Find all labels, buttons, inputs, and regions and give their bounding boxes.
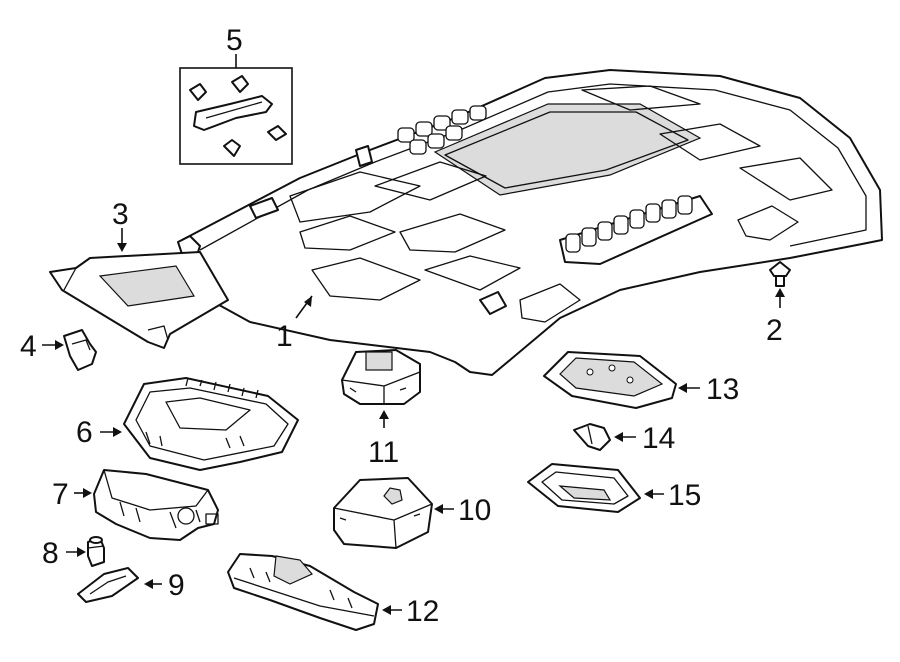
dome-lens [527, 463, 641, 513]
lamp-lens [77, 567, 139, 603]
headliner [177, 69, 883, 376]
callout-12-arrowhead [382, 605, 391, 615]
callout-10: 10 [458, 494, 491, 527]
callout-2: 2 [766, 314, 783, 347]
bulb [87, 536, 105, 567]
callout-13-arrowhead [678, 383, 687, 393]
callout-15-arrowhead [644, 489, 653, 499]
visor-clip [63, 329, 97, 371]
callout-13: 13 [706, 373, 739, 406]
callout-11: 11 [368, 436, 399, 469]
callout-4: 4 [20, 330, 37, 363]
callout-14: 14 [642, 422, 675, 455]
overhead-console-housing [123, 377, 299, 471]
callout-8: 8 [42, 537, 59, 570]
grab-handle [189, 75, 287, 157]
dome-bulb [573, 423, 611, 451]
callout-3-arrowhead [117, 243, 127, 252]
console-bracket [227, 553, 379, 631]
callout-9: 9 [168, 569, 185, 602]
push-clip [769, 261, 791, 287]
callout-1: 1 [276, 320, 293, 353]
callout-15: 15 [668, 479, 701, 512]
callout-6: 6 [76, 416, 93, 449]
dome-lamp [543, 351, 677, 409]
callout-7: 7 [52, 478, 69, 511]
console-module [93, 469, 219, 541]
callout-12: 12 [406, 595, 439, 628]
callout-9-arrowhead [144, 579, 153, 589]
callout-8-arrowhead [77, 547, 86, 557]
callout-11-arrowhead [379, 410, 389, 419]
callout-4-arrowhead [55, 340, 64, 350]
callout-14-arrowhead [614, 432, 623, 442]
callout-1-arrowhead [304, 296, 312, 307]
callout-3: 3 [112, 198, 129, 231]
control-module [333, 477, 433, 549]
callout-7-arrowhead [83, 488, 92, 498]
sun-visor [49, 251, 229, 349]
sensor-module [341, 349, 421, 405]
callout-5: 5 [226, 24, 243, 57]
callout-6-arrowhead [113, 427, 122, 437]
callout-10-arrowhead [434, 504, 443, 514]
callout-2-arrowhead [775, 288, 785, 297]
